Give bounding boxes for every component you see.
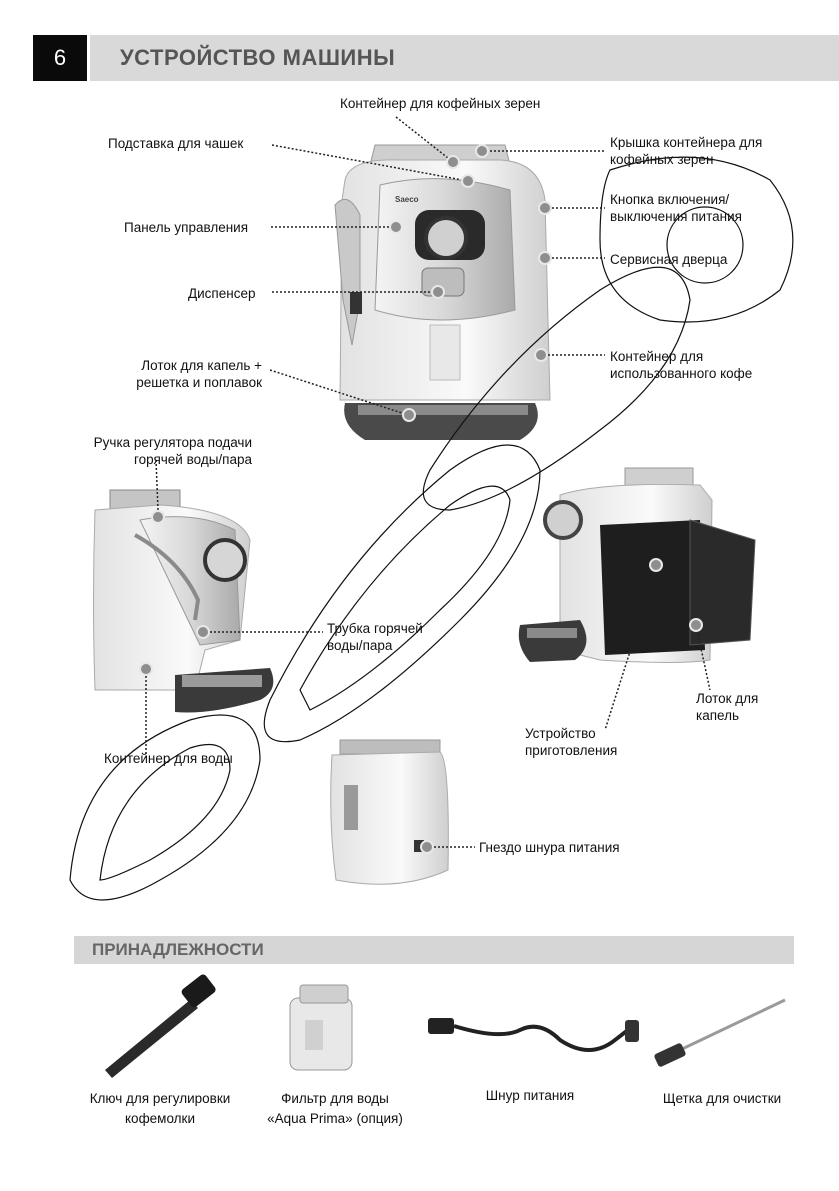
service-door-dot	[538, 251, 552, 265]
drip-tray-side-dot	[689, 618, 703, 632]
cleaning-brush-icon	[654, 998, 786, 1067]
label-drip-tray-2: решетка и поплавок	[136, 375, 262, 390]
page-title: УСТРОЙСТВО МАШИНЫ	[120, 45, 396, 70]
open-door-machine	[518, 467, 756, 663]
label-bean-lid-2: кофейных зерен	[610, 152, 714, 167]
steam-tube-dot	[196, 625, 210, 639]
label-power-socket: Гнездо шнура питания	[479, 840, 620, 855]
label-dispenser: Диспенсер	[188, 286, 256, 301]
label-cup-holder: Подставка для чашек	[108, 136, 244, 151]
label-steam-knob-2: горячей воды/пара	[133, 452, 252, 467]
label-drip-tray-side-2: капель	[696, 708, 739, 723]
label-steam-knob-1: Ручка регулятора подачи	[93, 435, 252, 450]
water-filter-icon	[289, 984, 353, 1071]
leader-lines	[145, 116, 711, 848]
power-button-dot	[538, 201, 552, 215]
label-brew-group-2: приготовления	[525, 743, 618, 758]
label-brew-group-1: Устройство	[525, 726, 596, 741]
label-water-tank: Контейнер для воды	[104, 751, 233, 766]
drip-tray-dot	[402, 408, 416, 422]
label-control-panel: Панель управления	[124, 220, 249, 235]
accessory-grinder-key-line2: кофемолки	[125, 1111, 195, 1126]
dispenser-dot	[431, 285, 445, 299]
power-socket-dot	[420, 840, 434, 854]
label-grounds-2: использованного кофе	[610, 366, 753, 381]
label-power-2: выключения питания	[610, 209, 742, 224]
accessories-title: ПРИНАДЛЕЖНОСТИ	[92, 940, 264, 959]
label-service-door: Сервисная дверца	[610, 252, 728, 267]
accessory-water-filter-line1: Фильтр для воды	[281, 1091, 389, 1106]
water-tank-dot	[139, 662, 153, 676]
back-view-machine	[330, 739, 449, 885]
label-steam-tube-1: Трубка горячей	[327, 621, 423, 636]
power-cord-icon	[428, 1018, 639, 1052]
accessory-grinder-key-line1: Ключ для регулировки	[89, 1091, 231, 1106]
bean-lid-dot	[475, 144, 489, 158]
accessories-header: ПРИНАДЛЕЖНОСТИ	[74, 936, 794, 964]
label-grounds-1: Контейнер для	[610, 349, 704, 364]
label-steam-tube-2: воды/пара	[327, 638, 393, 653]
cup-holder-dot	[461, 174, 475, 188]
side-view-machine	[93, 489, 274, 713]
saeco-watermark	[69, 156, 794, 901]
steam-knob-dot	[151, 510, 165, 524]
label-drip-tray-1: Лоток для капель +	[141, 358, 262, 373]
bean-container-dot	[446, 155, 460, 169]
brew-group-dot	[649, 558, 663, 572]
accessory-brush-line1: Щетка для очистки	[662, 1091, 782, 1106]
label-bean-lid-1: Крышка контейнера для	[610, 135, 763, 150]
svg-text:Saeco: Saeco	[395, 195, 419, 204]
grinder-key-icon	[105, 974, 216, 1078]
grounds-container-dot	[534, 348, 548, 362]
label-bean-container: Контейнер для кофейных зерен	[340, 96, 541, 111]
main-coffee-machine: Saeco	[334, 144, 551, 440]
page-number: 6	[33, 35, 87, 81]
accessory-water-filter-line2: «Aqua Prima» (опция)	[267, 1111, 403, 1126]
label-power-1: Кнопка включения/	[610, 192, 730, 207]
accessory-power-cord-line1: Шнур питания	[485, 1088, 575, 1103]
page-title-bar: УСТРОЙСТВО МАШИНЫ	[90, 35, 839, 81]
control-panel-dot	[389, 220, 403, 234]
label-drip-tray-side-1: Лоток для	[696, 691, 759, 706]
